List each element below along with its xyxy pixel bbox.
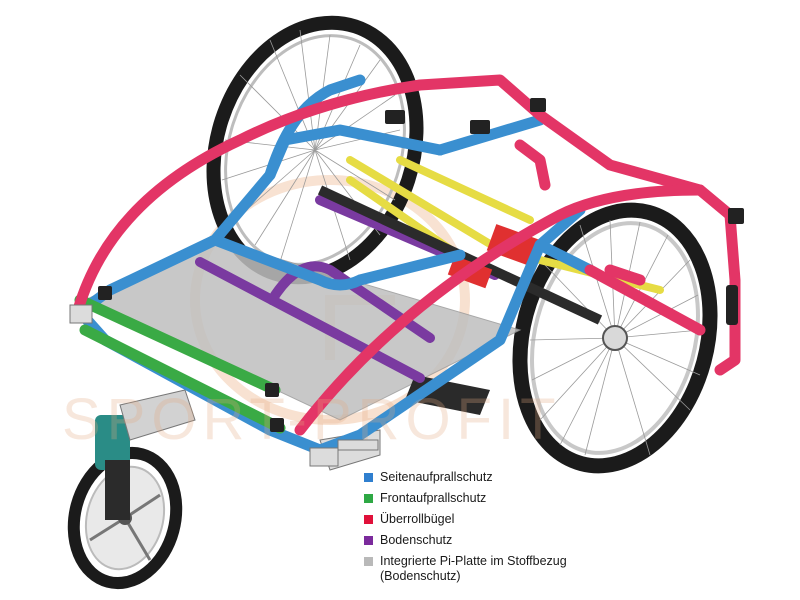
- right-rear-wheel: [512, 202, 718, 474]
- legend-swatch-roll-bar: [364, 515, 373, 524]
- legend-item-floor-protection: Bodenschutz: [364, 533, 624, 554]
- legend-item-front-impact: Frontaufprallschutz: [364, 491, 624, 512]
- frame-brackets: [69, 304, 379, 467]
- legend-label-pi-plate: Integrierte Pi-Platte im Stoffbezug (Bod…: [380, 554, 567, 584]
- front-impact-protection: [74, 294, 286, 434]
- roll-bar: [72, 74, 741, 436]
- legend-swatch-side-impact: [364, 473, 373, 482]
- legend-item-pi-plate: Integrierte Pi-Platte im Stoffbezug (Bod…: [364, 554, 624, 590]
- legend-label-pi-plate-note: (Bodenschutz): [380, 569, 461, 583]
- legend-label-roll-bar: Überrollbügel: [380, 512, 455, 526]
- legend: Seitenaufprallschutz Frontaufprallschutz…: [364, 470, 624, 590]
- legend-label-pi-plate-main: Integrierte Pi-Platte im Stoffbezug: [380, 554, 567, 568]
- legend-item-side-impact: Seitenaufprallschutz: [364, 470, 624, 491]
- legend-swatch-floor-protection: [364, 536, 373, 545]
- legend-label-floor-protection: Bodenschutz: [380, 533, 453, 547]
- watermark-text: SPORT-PROFIT: [62, 387, 562, 452]
- legend-swatch-pi-plate: [364, 557, 373, 566]
- legend-item-roll-bar: Überrollbügel: [364, 512, 624, 533]
- front-wheel: [67, 415, 183, 590]
- legend-swatch-front-impact: [364, 494, 373, 503]
- legend-label-front-impact: Frontaufprallschutz: [380, 491, 487, 505]
- frame-joints: [98, 98, 744, 432]
- legend-label-side-impact: Seitenaufprallschutz: [380, 470, 493, 484]
